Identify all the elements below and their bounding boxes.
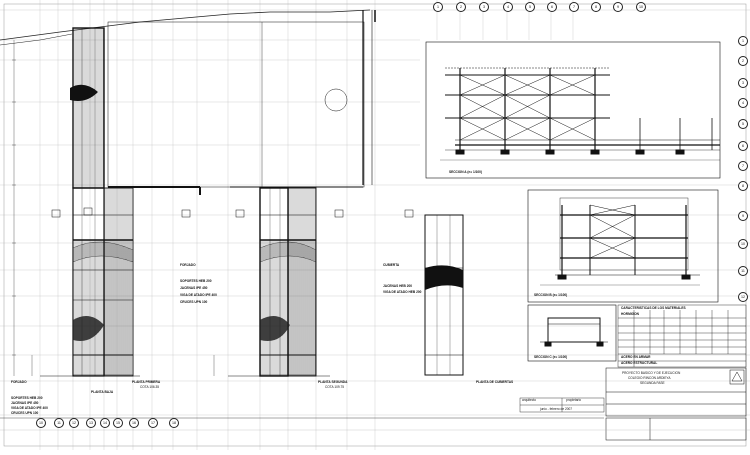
materials-steel: ACERO EN ARMAR (621, 355, 651, 359)
grid-bubble-top-3: 3 (479, 2, 489, 12)
section-a-frame (425, 41, 721, 179)
section-b-frame (527, 189, 719, 303)
grid-bubble-bottom-17: 17 (148, 418, 158, 428)
ground-plan-label: PLANTA BAJA (91, 390, 114, 394)
grid-bubble-right-7: 7 (738, 161, 748, 171)
plan-second (228, 187, 344, 377)
grid-bubble-top-7: 7 (569, 2, 579, 12)
grid-bubble-right-4: 4 (738, 98, 748, 108)
forjado-heading-2: FORJADO (11, 380, 27, 384)
plan-second-title: PLANTA SEGUNDA (318, 380, 348, 384)
grid-bubble-bottom-11: 11 (54, 418, 64, 428)
plan-first-title: PLANTA PRIMERA (132, 380, 161, 384)
grid-bubble-top-6: 6 (547, 2, 557, 12)
cubierta-spec-2: VIGA DE ATADO HEB 200 (383, 290, 422, 294)
title-block (605, 367, 747, 441)
existing-building (107, 21, 365, 195)
site-tree-circle (324, 88, 348, 112)
plan-second-level: COTA 109.75 (325, 385, 345, 389)
tb-architect-label: arquitecto (522, 398, 536, 402)
grid-bubble-top-2: 2 (456, 2, 466, 12)
grid-bubble-top-8: 8 (591, 2, 601, 12)
forjado-spec-3b: VIGA DE ATADO IPE 400 (11, 406, 48, 410)
forjado-spec-4b: CRUCES UPN 100 (11, 411, 39, 415)
grid-bubble-right-3: 3 (738, 78, 748, 88)
grid-bubble-right-5: 5 (738, 119, 748, 129)
cubierta-spec-1: JACENAS HEB 200 (383, 284, 413, 288)
materials-table (617, 304, 747, 368)
forjado-spec-2b: JACENAS IPE 450 (11, 401, 39, 405)
plan-first (40, 27, 191, 377)
grid-bubble-top-9: 9 (613, 2, 623, 12)
grid-bubble-bottom-10: 10 (36, 418, 46, 428)
forjado-spec-1: SOPORTES HEB 200 (180, 279, 212, 283)
grid-bubble-top-4: 4 (503, 2, 513, 12)
grid-bubble-right-2: 2 (738, 56, 748, 66)
tb-project: PROYECTO BASICO Y DE EJECUCION (622, 371, 681, 375)
grid-bubble-right-8: 8 (738, 181, 748, 191)
forjado-spec-2: JACENAS IPE 450 (180, 286, 208, 290)
grid-bubble-top-1: 1 (433, 2, 443, 12)
plan-first-level: COTA 106.35 (140, 385, 160, 389)
grid-bubble-top-10: 10 (636, 2, 646, 12)
tb-school: COLEGIO RINCON ARDIEYA (628, 376, 671, 380)
grid-bubble-right-11: 11 (738, 266, 748, 276)
section-a-label: SECCION A (e= 1/100) (449, 170, 482, 174)
cubierta-heading: CUBIERTA (383, 263, 400, 267)
grid-bubble-bottom-18: 18 (169, 418, 179, 428)
terrain-line (0, 9, 371, 41)
grid-bubble-right-10: 10 (738, 239, 748, 249)
grid-bubble-right-9: 9 (738, 211, 748, 221)
grid-bubble-bottom-12: 12 (69, 418, 79, 428)
grid-bubble-right-12: 12 (738, 292, 748, 302)
dimension-marks (12, 40, 215, 376)
plan-roof (404, 209, 464, 376)
tb-date: junio - febrero de 2007 (540, 407, 573, 411)
forjado-spec-1b: SOPORTES HEB 200 (11, 396, 43, 400)
section-c-label: SECCION C (e= 1/100) (534, 355, 568, 359)
grid-bubble-right-1: 1 (738, 36, 748, 46)
grid-bubble-bottom-15: 15 (113, 418, 123, 428)
section-c-frame (527, 304, 617, 362)
forjado-spec-3: VIGA DE ATADO IPE 400 (180, 293, 217, 297)
grid-bubble-top-5: 5 (525, 2, 535, 12)
grid-bubble-bottom-16: 16 (129, 418, 139, 428)
materials-title: CARACTERISTICAS DE LOS MATERIALES (621, 306, 686, 310)
grid-bubble-right-6: 6 (738, 141, 748, 151)
tb-town: SEGUNDA FASE (640, 381, 665, 385)
grid-bubble-bottom-14: 14 (100, 418, 110, 428)
grid-bubble-bottom-13: 13 (86, 418, 96, 428)
materials-structural: ACERO ESTRUCTURAL (621, 361, 658, 365)
forjado-spec-4: CRUCES UPN 100 (180, 300, 208, 304)
plan-roof-title: PLANTA DE CUBIERTAS (476, 380, 514, 384)
terrain-line-2 (0, 33, 73, 46)
materials-concrete: HORMIGON (621, 312, 639, 316)
forjado-heading: FORJADO (180, 263, 196, 267)
section-b-label: SECCION B (e= 1/100) (534, 293, 568, 297)
tb-owner-label: propietario (566, 398, 582, 402)
